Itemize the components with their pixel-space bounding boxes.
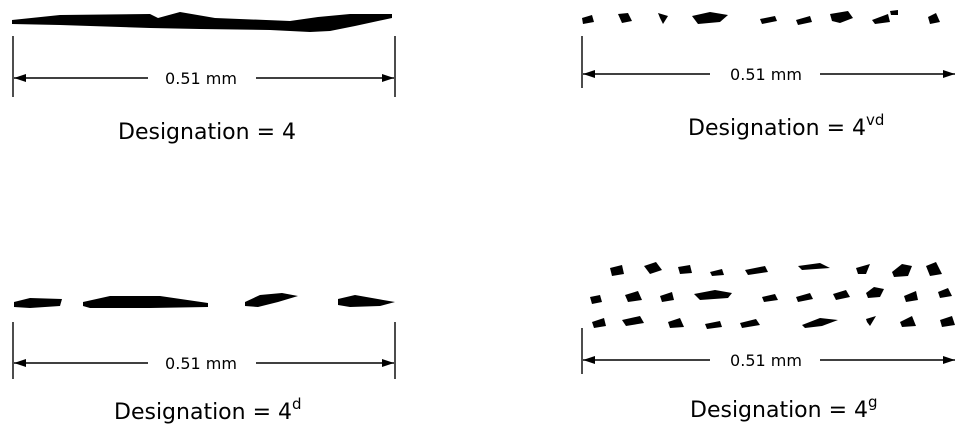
inclusion-fragments <box>14 293 395 308</box>
scale-arrow-left <box>583 70 595 78</box>
scale-arrow-right <box>943 356 955 364</box>
scale-arrow-right <box>382 359 394 367</box>
designation-label: Designation = 4d <box>114 395 302 425</box>
inclusion-diagram: 0.51 mm <box>12 12 396 97</box>
panel-designation-4d: 0.51 mm Designation = 4d <box>0 280 420 429</box>
inclusion-diagram: 0.51 mm <box>581 10 955 88</box>
inclusion-fragments <box>582 10 940 25</box>
inclusion-fragments <box>590 262 955 329</box>
panel-designation-4vd: 0.51 mm Designation = 4vd <box>570 0 955 200</box>
scale-arrow-left <box>14 359 26 367</box>
inclusion-continuous <box>12 12 392 32</box>
inclusion-diagram: 0.51 mm <box>581 262 955 374</box>
inclusion-diagram: 0.51 mm <box>12 293 396 379</box>
designation-label: Designation = 4vd <box>688 111 885 141</box>
scale-label: 0.51 mm <box>730 65 802 84</box>
panel-designation-4: 0.51 mm Designation = 4 <box>0 0 420 200</box>
scale-arrow-left <box>14 74 26 82</box>
designation-label: Designation = 4 <box>118 120 296 145</box>
panel-designation-4g: 0.51 mm Designation = 4g <box>570 250 955 429</box>
scale-arrow-right <box>382 74 394 82</box>
scale-label: 0.51 mm <box>165 69 237 88</box>
scale-arrow-left <box>583 356 595 364</box>
designation-label: Designation = 4g <box>690 393 878 423</box>
scale-arrow-right <box>943 70 955 78</box>
scale-label: 0.51 mm <box>730 351 802 370</box>
scale-label: 0.51 mm <box>165 354 237 373</box>
